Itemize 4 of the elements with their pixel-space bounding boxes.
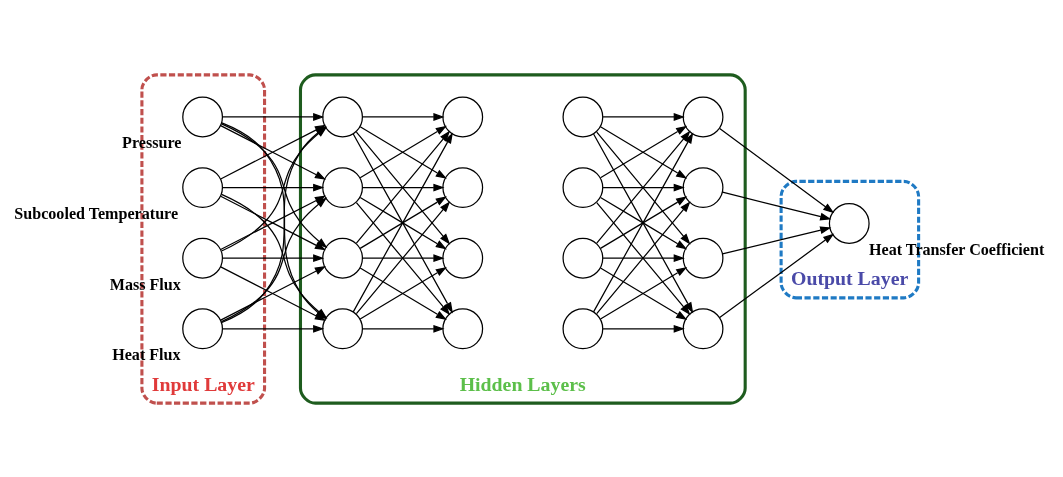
node-label: Heat Flux <box>112 345 181 363</box>
node-label: Subcooled Temperature <box>14 204 179 222</box>
node-label: Pressure <box>122 133 182 151</box>
node-label: Mass Flux <box>109 275 181 293</box>
